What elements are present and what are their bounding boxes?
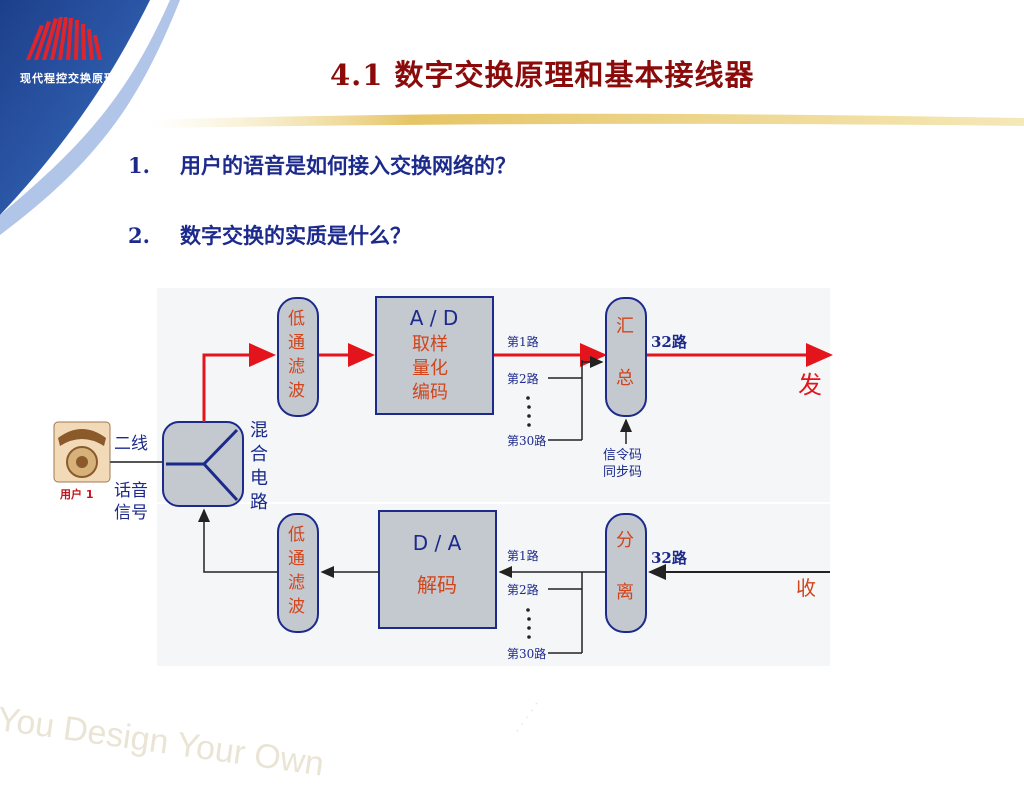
signalling-label-2: 同步码 [603, 465, 642, 480]
da-line: 解码 [417, 573, 457, 597]
channel-ellipsis-top [526, 396, 531, 427]
lpf-bottom-char-1: 低 [288, 525, 305, 545]
voice-signal-label-2: 信号 [114, 503, 148, 523]
header-light-swoosh [0, 0, 180, 235]
rx-path-lpf-to-hybrid [198, 508, 278, 573]
pcm-diagram: 用户 1 二线 话音 信号 混 合 电 路 低 通 滤 波 A / D 取样 量… [53, 288, 833, 666]
hybrid-label-2: 合 [250, 444, 268, 465]
two-wire-label: 二线 [114, 434, 148, 454]
question-1: 1. 用户的语音是如何接入交换网络的？ [128, 150, 516, 180]
tx-path-hybrid-to-lpf [202, 343, 276, 422]
voice-signal-label-1: 话音 [114, 481, 148, 501]
lpf-top-char-1: 低 [288, 309, 305, 329]
hybrid-label-4: 路 [250, 492, 268, 513]
lpf-bottom-char-4: 波 [288, 597, 305, 617]
mux-char-2: 总 [616, 368, 634, 389]
hybrid-label-1: 混 [250, 420, 268, 441]
question-2-number: 2. [128, 223, 150, 248]
channel-2-label: 第2路 [507, 371, 539, 386]
user-label: 用户 1 [60, 487, 93, 501]
demux-box [605, 513, 647, 633]
channel-30-label: 第30路 [507, 433, 546, 448]
telephone-icon [53, 421, 111, 483]
ad-line-3: 编码 [412, 382, 448, 403]
send-label: 发 [798, 371, 822, 399]
channel-split-lines [548, 572, 583, 654]
ad-title: A / D [410, 306, 459, 330]
header-gold-stripe [150, 113, 1024, 128]
question-1-text: 用户的语音是如何接入交换网络的？ [180, 154, 516, 178]
channel-1-label-bottom: 第1路 [507, 548, 539, 563]
signalling-label-1: 信令码 [603, 448, 642, 463]
question-2: 2. 数字交换的实质是什么？ [128, 220, 411, 250]
demux-char-2: 离 [616, 582, 634, 603]
receive-label: 收 [796, 576, 816, 600]
mux-box [605, 297, 647, 417]
demux-char-1: 分 [616, 530, 634, 551]
lpf-top-char-4: 波 [288, 381, 305, 401]
ad-converter-box [375, 296, 494, 415]
hybrid-circuit-box [162, 421, 244, 507]
ad-line-2: 量化 [412, 358, 448, 379]
lpf-top-box [277, 297, 319, 417]
total-top-label: 32路 [651, 333, 688, 351]
lpf-top-char-3: 滤 [288, 357, 305, 377]
channel-merge-lines [548, 360, 583, 441]
question-2-text: 数字交换的实质是什么？ [180, 224, 411, 248]
total-bottom-label: 32路 [651, 549, 688, 567]
hybrid-label-3: 电 [250, 468, 268, 489]
da-converter-box [378, 510, 497, 629]
question-1-number: 1. [128, 153, 150, 178]
page-title: 4.1 数字交换原理和基本接线器 [330, 58, 755, 92]
lpf-top-char-2: 通 [288, 333, 305, 353]
channel-1-label: 第1路 [507, 334, 539, 349]
channel-2-label-bottom: 第2路 [507, 582, 539, 597]
logo-shell-icon [26, 17, 102, 60]
ad-line-1: 取样 [412, 334, 448, 355]
slide-background: · · · · · [0, 0, 1024, 737]
lpf-bottom-box [277, 513, 319, 633]
brand-label: 现代程控交换原理 [20, 72, 116, 85]
channel-30-label-bottom: 第30路 [507, 646, 546, 661]
lpf-bottom-char-2: 通 [288, 549, 305, 569]
lpf-bottom-char-3: 滤 [288, 573, 305, 593]
channel-ellipsis-bottom [526, 608, 531, 639]
da-title: D / A [413, 531, 462, 555]
mux-char-1: 汇 [616, 316, 634, 337]
